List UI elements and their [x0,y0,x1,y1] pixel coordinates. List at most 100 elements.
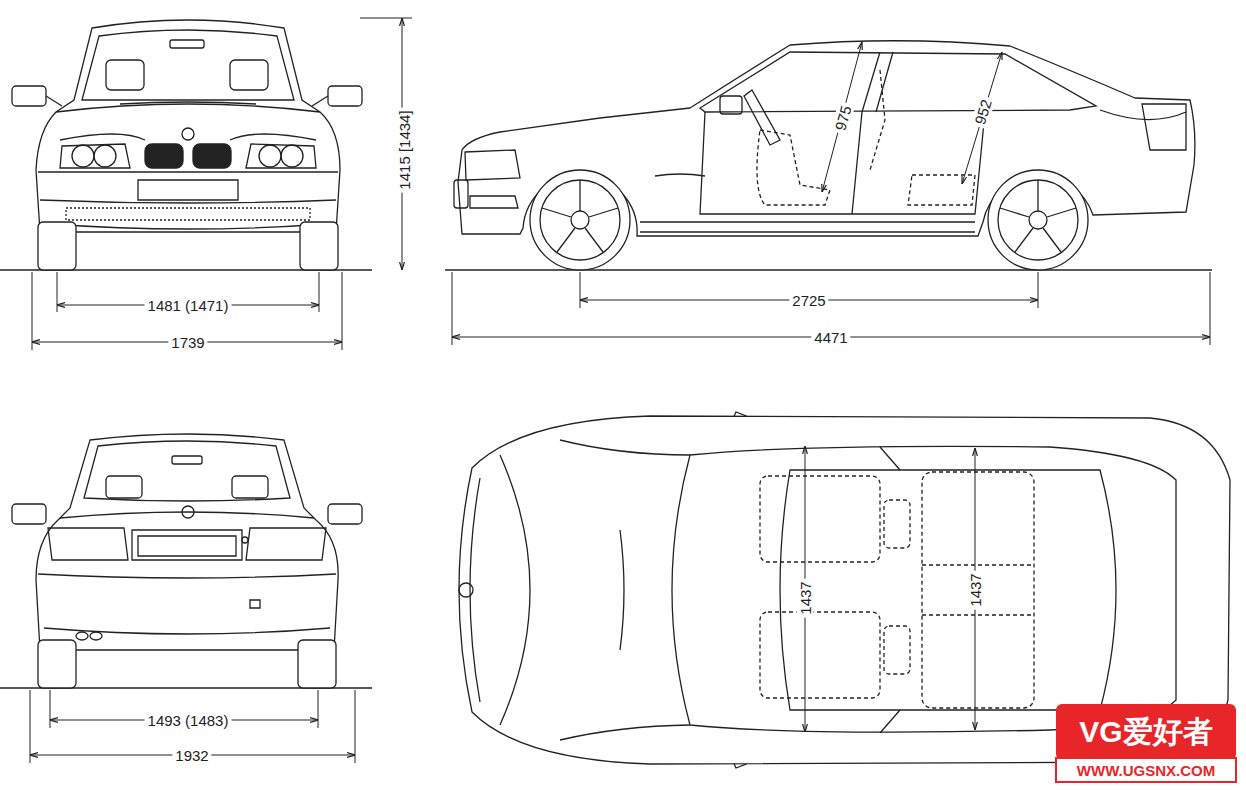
watermark-url: WWW.UGSNX.COM [1074,762,1218,779]
top-view-part [880,710,900,733]
front-view-part [50,224,326,229]
rear-view-part [242,537,248,543]
watermark-badge-part [1056,704,1236,760]
front-view-part [66,208,310,220]
rear-view-part [298,640,336,688]
top-view-part [884,500,910,548]
side-view-part [908,175,975,205]
headroom-dimension: 952 [970,95,995,130]
front-view-part [145,144,183,168]
height-dimension: 1415 [1434] [396,107,413,192]
side-dimensions-part [1038,272,1039,308]
side-dimensions-part [580,272,581,308]
side-view-part [640,222,975,232]
front-wheel [530,170,630,270]
side-view-part [655,174,705,176]
length-dimension: 4471 [811,329,850,346]
top-view-part [884,626,910,674]
side-view-part [757,130,830,205]
front-dimensions [32,18,412,350]
rear-view-part [60,512,314,518]
front-view-part [182,128,194,140]
top-view-part [470,478,480,702]
front-view-part [60,134,316,140]
side-view-part [540,180,620,260]
side-view-part [454,180,468,208]
top-view-part [880,447,900,470]
top-view-part [672,446,1176,732]
side-view-part [876,52,893,112]
front-dimensions-part [319,272,320,312]
top-view-part [922,614,1034,615]
front-view-part [193,144,231,168]
top-view-part [922,564,1034,565]
front-view-part [120,102,256,104]
rear-view-part [182,506,194,518]
rear-dimensions-part [50,690,51,728]
side-dimensions-part [452,272,453,345]
top-view-part [922,472,1034,708]
top-view-part [500,455,530,725]
side-view-part [1000,180,1076,252]
track-dimension: 1493 (1483) [145,712,232,729]
rear-view-part [36,434,338,650]
rear-view-part [12,504,46,524]
rear-wheel [988,170,1088,270]
front-view [0,20,372,270]
top-view-part [760,612,880,698]
front-view-part [94,145,116,167]
front-view-part [300,222,338,270]
rear-dimensions-part [355,690,356,763]
side-dimensions-part [1210,272,1211,345]
side-view-part [1100,110,1186,120]
front-view-part [312,96,328,106]
rear-view-part [232,476,268,498]
side-dimensions-part [822,42,862,192]
rear-view-part [90,632,102,640]
side-view-part [470,196,518,208]
top-view-part [780,470,1116,710]
rear-dimensions-part [30,690,31,763]
side-view-part [1029,211,1047,229]
side-dimensions [452,42,1210,345]
rear-view-part [76,632,88,640]
width-dimension: 1932 [172,747,211,764]
front-view-part [46,96,62,106]
rear-dimensions-part [318,690,319,728]
side-view-part [998,180,1078,260]
front-view-part [230,60,268,90]
side-view-part [542,180,618,252]
front-view-part [38,222,76,270]
watermark-text: VG爱好者 [1076,716,1215,748]
side-dimensions-part [962,52,1002,184]
front-view-part [56,104,320,112]
rear-view [0,434,372,688]
front-view-part [72,145,94,167]
rear-view-part [250,600,260,608]
front-dimensions-part [360,18,412,19]
rear-view-part [106,476,142,498]
top-view-part [620,530,624,650]
front-dimensions-part [342,272,343,350]
front-dimensions-part [32,272,33,350]
front-view-part [12,86,46,106]
rear-view-part [84,441,290,501]
side-view-part [852,112,862,214]
wheelbase-dimension: 2725 [789,292,828,309]
shoulder-dimension: 1437 [797,578,814,617]
rear-view-part [48,528,326,560]
front-view-part [170,40,204,48]
side-view [445,41,1212,270]
rear-view-part [138,536,236,556]
watermark-badge [1056,704,1236,782]
side-view-part [862,52,880,112]
rear-view-part [132,530,242,560]
front-dimensions-part [57,272,58,312]
side-view-part [571,211,589,229]
front-view-part [106,60,144,90]
rear-view-part [38,574,336,578]
track-dimension: 1481 (1471) [145,297,232,314]
